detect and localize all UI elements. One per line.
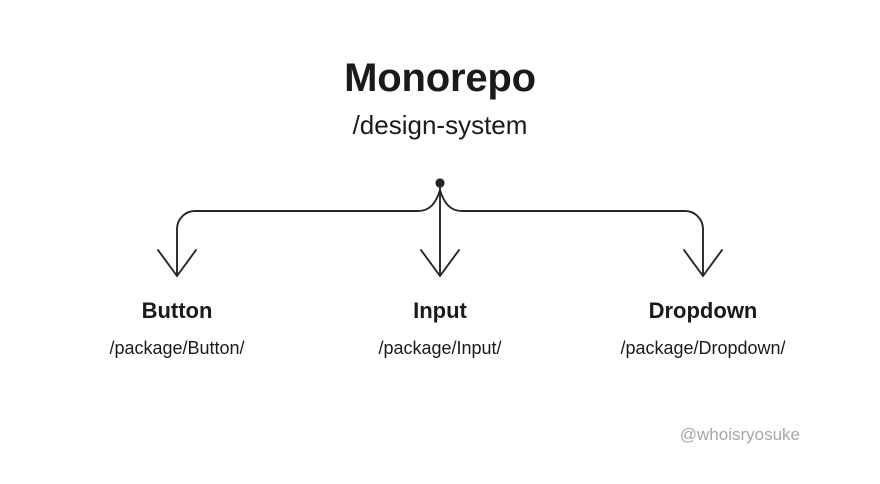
leaf-node-dropdown: Dropdown /package/Dropdown/ — [573, 298, 833, 360]
leaf-name-input: Input — [413, 298, 467, 323]
author-watermark: @whoisryosuke — [679, 425, 800, 444]
leaf-name-button: Button — [141, 298, 213, 323]
leaf-path-dropdown: /package/Dropdown/ — [620, 338, 786, 359]
page-title: Monorepo — [344, 56, 536, 100]
leaf-path-input: /package/Input/ — [378, 338, 502, 359]
branch-path-right — [439, 189, 704, 277]
leaf-path-button: /package/Button/ — [109, 338, 245, 359]
arrowhead-left — [157, 249, 197, 277]
arrowhead-center — [420, 249, 460, 277]
header-block: Monorepo /design-system — [0, 56, 880, 141]
leaf-name-dropdown: Dropdown — [648, 298, 758, 323]
leaf-node-input: Input /package/Input/ — [310, 298, 570, 360]
root-node-dot — [435, 178, 445, 188]
page-subtitle: /design-system — [352, 109, 528, 140]
leaf-nodes-group: Button /package/Button/ Input /package/I… — [0, 298, 880, 378]
leaf-node-button: Button /package/Button/ — [47, 298, 307, 360]
branch-path-left — [176, 189, 441, 277]
arrowhead-right — [683, 249, 723, 277]
